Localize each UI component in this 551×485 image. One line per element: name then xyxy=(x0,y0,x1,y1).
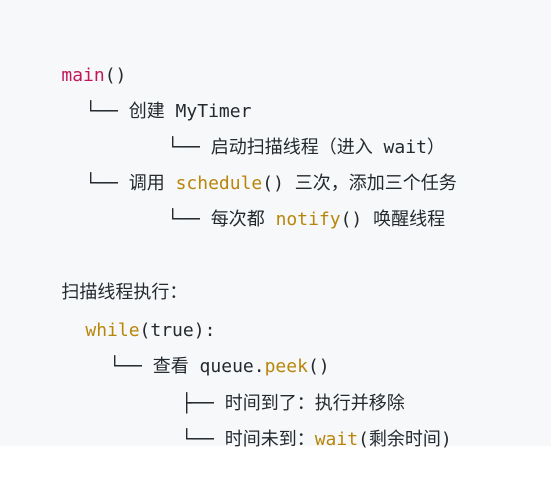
line-text: 查看 queue. xyxy=(152,356,265,377)
wait-call: wait xyxy=(314,429,359,450)
line-text: 创建 MyTimer xyxy=(128,101,252,122)
line-text: (true): xyxy=(139,320,216,341)
code-line: └── 每次都 notify() 唤醒线程 xyxy=(124,175,445,230)
line-text: 时间到了：执行并移除 xyxy=(224,393,405,414)
line-text: (剩余时间) xyxy=(358,429,452,450)
parens: () xyxy=(104,65,127,86)
line-text: 启动扫描线程（进入 wait） xyxy=(210,137,445,158)
line-text: 每次都 xyxy=(210,209,276,230)
code-line: └── 创建 MyTimer xyxy=(42,67,251,122)
line-text: 调用 xyxy=(128,173,176,194)
code-line: └── 时间未到：wait(剩余时间) xyxy=(138,395,451,450)
tree-branch: └── xyxy=(85,101,129,122)
code-line: └── 调用 schedule() 三次，添加三个任务 xyxy=(42,139,456,194)
code-line: ├── 时间到了：执行并移除 xyxy=(138,359,404,414)
tree-branch: └── xyxy=(167,209,211,230)
tree-branch: └── xyxy=(109,356,153,377)
line-text: 时间未到： xyxy=(224,429,315,450)
section-heading: 扫描线程执行： xyxy=(18,248,187,303)
line-text: () 唤醒线程 xyxy=(340,209,446,230)
line-text: () 三次，添加三个任务 xyxy=(262,173,457,194)
peek-call: peek xyxy=(264,356,308,377)
main-function-name: main xyxy=(61,65,105,86)
tree-branch: └── xyxy=(181,429,225,450)
code-line: └── 查看 queue.peek() xyxy=(66,322,329,377)
line-text: 扫描线程执行： xyxy=(61,282,188,303)
code-line: main() xyxy=(18,31,126,86)
tree-branch: ├── xyxy=(181,393,225,414)
tree-branch: └── xyxy=(85,173,129,194)
line-text: () xyxy=(307,356,330,377)
code-block: main() └── 创建 MyTimer └── 启动扫描线程（进入 wait… xyxy=(18,31,457,450)
while-keyword: while xyxy=(85,320,140,341)
notify-call: notify xyxy=(275,209,341,230)
code-line: while(true): xyxy=(42,286,215,341)
tree-branch: └── xyxy=(167,137,211,158)
schedule-call: schedule xyxy=(175,173,263,194)
code-line: └── 启动扫描线程（进入 wait） xyxy=(124,103,445,158)
